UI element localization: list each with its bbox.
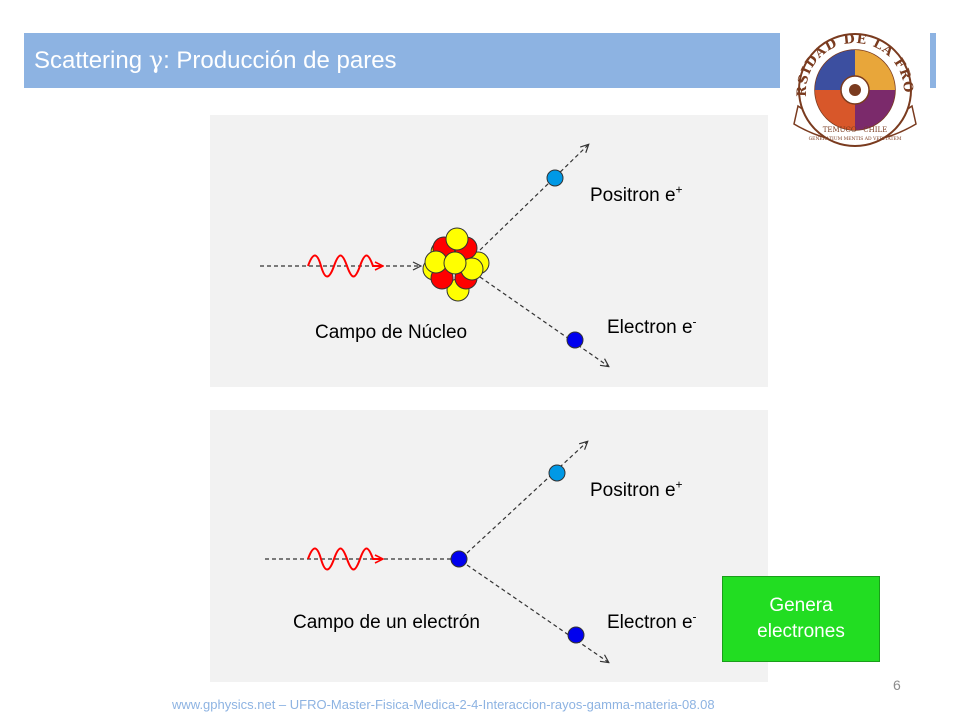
callout-line-2: electrones	[757, 621, 845, 642]
positron-label: Positron e+	[590, 477, 683, 501]
neutron	[443, 251, 467, 275]
nucleus-field-panel: Positron e+ Electron e- Campo de Núcleo	[210, 115, 768, 387]
nucleus	[422, 227, 490, 302]
electron-label: Electron e-	[607, 609, 697, 633]
photon-wave	[307, 254, 382, 278]
nucleus-field-label: Campo de Núcleo	[315, 322, 468, 343]
electron-particle	[566, 331, 584, 349]
positron-label: Positron e+	[590, 182, 683, 206]
electron-field-label: Campo de un electrón	[293, 612, 480, 633]
footer-source: www.gphysics.net – UFRO-Master-Fisica-Me…	[172, 697, 715, 712]
callout-line-1: Genera	[769, 595, 833, 616]
electron-path	[479, 276, 608, 366]
positron-path	[466, 442, 587, 554]
electron-field-panel: Positron e+ Electron e- Campo de un elec…	[210, 410, 768, 682]
photon-wave	[307, 547, 382, 571]
positron-path	[479, 145, 588, 251]
title-prefix: Scattering	[34, 47, 149, 74]
title-gamma: γ	[148, 46, 164, 74]
slide-title: Scattering γ: Producción de pares	[34, 45, 397, 76]
positron-particle	[546, 169, 564, 187]
seal-city-text: TEMUCO · CHILE	[823, 126, 888, 134]
electron-particle	[567, 626, 585, 644]
university-seal-logo: UNIVERSIDAD DE LA FRONTERA TEMUCO · CHIL…	[773, 9, 930, 150]
page-number: 6	[893, 677, 901, 693]
neutron	[445, 227, 469, 251]
generates-electrons-callout: Genera electrones	[722, 576, 880, 662]
seal-motto-text: GENERATIUM MENTIS AD VERITATEM	[809, 136, 902, 142]
electron-path	[466, 564, 608, 662]
title-suffix: : Producción de pares	[163, 47, 397, 74]
electron-label: Electron e-	[607, 314, 697, 338]
target-electron	[450, 550, 468, 568]
positron-particle	[548, 464, 566, 482]
